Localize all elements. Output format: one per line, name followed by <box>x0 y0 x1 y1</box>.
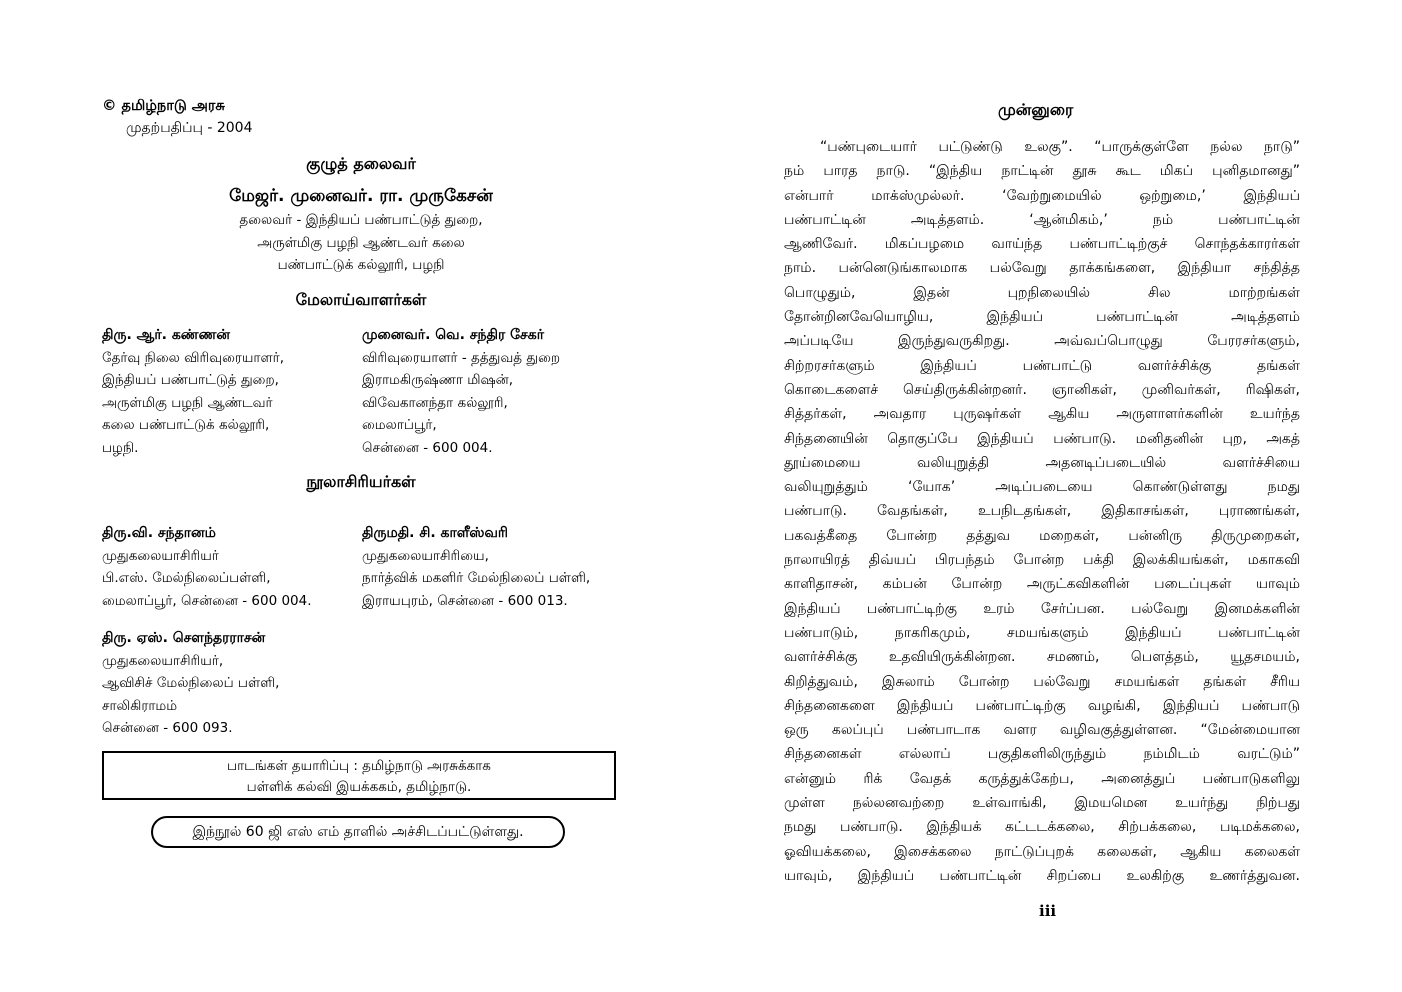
reviewer-detail: தேர்வு நிலை விரிவுரையாளர், <box>102 349 284 366</box>
preface-line: கிறித்துவம், இசுலாம் போன்ற பல்வேறு சமயங்… <box>784 673 1300 690</box>
author-block: திருமதி. சி. காளீஸ்வரி முதுகலையாசிரியை, … <box>362 522 590 612</box>
preface-line: காளிதாசன், கம்பன் போன்ற அருட்கவிகளின் பட… <box>784 576 1300 593</box>
preface-line: சிந்தனையின் தொகுப்பே இந்தியப் பண்பாடு. ம… <box>784 430 1300 447</box>
preface-line: பண்பாட்டின் அடித்தளம். ‘ஆன்மிகம்,’ நம் ப… <box>784 211 1300 228</box>
preface-line: நம் பாரத நாடு. “இந்திய நாட்டின் தூசு கூட… <box>784 163 1300 180</box>
author-detail: ஆவிசிச் மேல்நிலைப் பள்ளி, <box>102 675 280 691</box>
preface-line: பகவத்கீதை போன்ற தத்துவ மறைகள், பன்னிரு த… <box>784 527 1300 544</box>
reviewer-name: திரு. ஆர். கண்ணன் <box>102 327 231 343</box>
right-page: முன்னுரை “பண்புடையார் பட்டுண்டு உலகு”. “… <box>700 0 1402 992</box>
chair-detail: அருள்மிகு பழநி ஆண்டவர் கலை <box>257 235 465 251</box>
preparation-line: பள்ளிக் கல்வி இயக்ககம், தமிழ்நாடு. <box>246 779 472 795</box>
author-detail: முதுகலையாசிரியை, <box>362 547 489 564</box>
left-page: © தமிழ்நாடு அரசு முதற்பதிப்பு - 2004 குழ… <box>0 0 700 992</box>
preface-line: சித்தர்கள், அவதார புருஷர்கள் ஆகிய அருளாள… <box>784 406 1300 423</box>
chair-detail: தலைவர் - இந்தியப் பண்பாட்டுத் துறை, <box>239 212 483 228</box>
reviewer-detail: சென்னை - 600 004. <box>362 439 493 456</box>
reviewer-detail: இந்தியப் பண்பாட்டுத் துறை, <box>102 372 279 388</box>
reviewer-detail: மைலாப்பூர், <box>362 417 437 433</box>
preface-line: ஆணிவேர். மிகப்பழமை வாய்ந்த பண்பாட்டிற்கு… <box>784 236 1300 253</box>
author-detail: இராயபுரம், சென்னை - 600 013. <box>362 592 568 609</box>
preface-line: நாலாயிரத் திவ்யப் பிரபந்தம் போன்ற பக்தி … <box>784 552 1300 569</box>
preface-line: கொடைகளைச் செய்திருக்கின்றனர். ஞானிகள், ம… <box>784 381 1300 398</box>
author-detail: சாலிகிராமம் <box>102 697 178 714</box>
author-detail: சென்னை - 600 093. <box>102 720 233 736</box>
author-name: திரு.வி. சந்தானம் <box>102 525 216 541</box>
preface-line: முள்ள நல்லனவற்றை உள்வாங்கி, இமயமென உயர்ந… <box>784 795 1300 812</box>
preface-line: அப்படியே இருந்துவருகிறது. அவ்வப்பொழுது ப… <box>784 333 1300 350</box>
preface-line: ஒரு கலப்புப் பண்பாடாக வளர வழிவகுத்துள்ளன… <box>784 722 1300 739</box>
preface-line: வலியுறுத்தும் ‘யோக’ அடிப்படையை கொண்டுள்ள… <box>784 479 1300 496</box>
preparation-box: பாடங்கள் தயாரிப்பு : தமிழ்நாடு அரசுக்காக… <box>102 751 616 800</box>
preface-line: யாவும், இந்தியப் பண்பாட்டின் சிறப்பை உலக… <box>784 867 1300 884</box>
preface-line: சிந்தனைகளை இந்தியப் பண்பாட்டிற்கு வழங்கி… <box>784 697 1300 714</box>
reviewer-detail: விவேகானந்தா கல்லூரி, <box>362 394 508 411</box>
preface-line: தோன்றினவேயொழிய, இந்தியப் பண்பாட்டின் அடி… <box>784 309 1300 326</box>
edition-line: முதற்பதிப்பு - 2004 <box>126 120 253 136</box>
preface-line: பண்பாடும், நாகரிகமும், சமயங்களும் இந்திய… <box>784 624 1300 641</box>
reviewer-detail: பழநி. <box>102 439 139 456</box>
preface-line: இந்தியப் பண்பாட்டிற்கு உரம் சேர்ப்பன. பல… <box>784 600 1300 617</box>
paper-note: இந்நூல் 60 ஜி எஸ் எம் தாளில் அச்சிடப்பட்… <box>151 816 565 848</box>
preface-line: வளர்ச்சிக்கு உதவியிருக்கின்றன. சமணம், பௌ… <box>784 649 1300 666</box>
author-block: திரு. ஏஸ். சௌந்தரராசன் முதுகலையாசிரியர்,… <box>102 627 279 740</box>
preface-line: சிற்றரசர்களும் இந்தியப் பண்பாட்டு வளர்ச்… <box>784 357 1300 374</box>
chair-name: மேஜர். முனைவர். ரா. முருகேசன் <box>229 186 493 206</box>
author-name: திரு. ஏஸ். சௌந்தரராசன் <box>102 630 266 646</box>
preface-line: தூய்மையை வலியுறுத்தி அதனடிப்படையில் வளர்… <box>784 454 1300 471</box>
preface-line: நமது பண்பாடு. இந்தியக் கட்டடக்கலை, சிற்ப… <box>784 819 1300 836</box>
preface-line: பண்பாடு. வேதங்கள், உபநிடதங்கள், இதிகாசங்… <box>784 503 1300 520</box>
preface-line: ஓவியக்கலை, இசைக்கலை நாட்டுப்புறக் கலைகள்… <box>784 843 1300 860</box>
author-detail: முதுகலையாசிரியர், <box>102 652 224 669</box>
preparation-line: பாடங்கள் தயாரிப்பு : தமிழ்நாடு அரசுக்காக <box>227 758 491 774</box>
reviewer-block: முனைவர். வெ. சந்திர சேகர் விரிவுரையாளர் … <box>362 324 560 459</box>
author-detail: மைலாப்பூர், சென்னை - 600 004. <box>102 592 312 609</box>
preface-line: “பண்புடையார் பட்டுண்டு உலகு”. “பாருக்குள… <box>820 139 1300 155</box>
author-detail: பி.எஸ். மேல்நிலைப்பள்ளி, <box>102 570 271 586</box>
page-number: iii <box>1039 902 1057 920</box>
preface-title: முன்னுரை <box>998 100 1074 119</box>
reviewer-detail: இராமகிருஷ்ணா மிஷன், <box>362 372 514 388</box>
author-detail: முதுகலையாசிரியர் <box>102 547 219 564</box>
committee-chair-heading: குழுத் தலைவர் <box>306 154 416 173</box>
author-block: திரு.வி. சந்தானம் முதுகலையாசிரியர் பி.எஸ… <box>102 522 312 612</box>
preface-line: என்னும் ரிக் வேதக் கருத்துக்கேற்ப, அனைத்… <box>784 770 1300 787</box>
preface-line: சிந்தனைகள் எல்லாப் பகுதிகளிலிருந்தும் நம… <box>784 746 1300 763</box>
reviewers-heading: மேலாய்வாளர்கள் <box>295 290 427 309</box>
reviewer-detail: விரிவுரையாளர் - தத்துவத் துறை <box>362 349 561 366</box>
preface-line: என்பார் மாக்ஸ்முல்லர். ‘வேற்றுமையில் ஒற்… <box>784 187 1300 204</box>
preface-line: நாம். பன்னெடுங்காலமாக பல்வேறு தாக்கங்களை… <box>784 260 1300 277</box>
chair-detail: பண்பாட்டுக் கல்லூரி, பழநி <box>277 257 445 273</box>
reviewer-detail: கலை பண்பாட்டுக் கல்லூரி, <box>102 417 270 433</box>
reviewer-detail: அருள்மிகு பழநி ஆண்டவர் <box>102 394 273 411</box>
reviewer-name: முனைவர். வெ. சந்திர சேகர் <box>362 327 545 343</box>
author-detail: நார்த்விக் மகளிர் மேல்நிலைப் பள்ளி, <box>362 570 591 586</box>
preface-paragraph: “பண்புடையார் பட்டுண்டு உலகு”. “பாருக்குள… <box>784 135 1300 888</box>
preface-line: பொழுதும், இதன் புறநிலையில் சில மாற்றங்கள… <box>784 284 1300 301</box>
authors-heading: நூலாசிரியர்கள் <box>306 472 416 491</box>
author-name: திருமதி. சி. காளீஸ்வரி <box>362 525 508 541</box>
reviewer-block: திரு. ஆர். கண்ணன் தேர்வு நிலை விரிவுரையா… <box>102 324 284 459</box>
copyright-line: © தமிழ்நாடு அரசு <box>102 98 225 114</box>
